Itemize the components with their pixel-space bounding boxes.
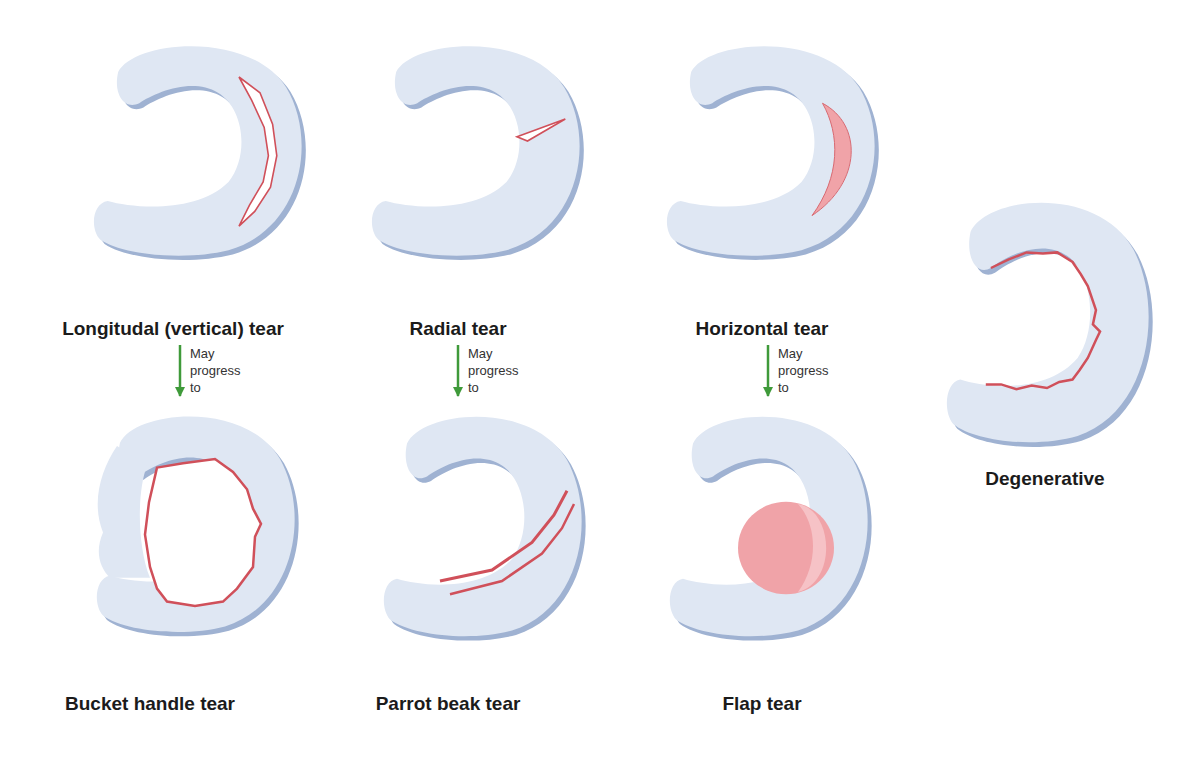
tear-label: Parrot beak tear (376, 692, 521, 716)
progression-arrow (457, 345, 460, 396)
progression-arrow (179, 345, 182, 396)
tear-figure: Parrot beak tear (360, 398, 600, 716)
tear-figure: Longitudal (vertical) tear (40, 30, 320, 341)
tear-figure: Degenerative (935, 185, 1175, 491)
meniscus-longitudinal (94, 46, 306, 260)
tear-label: Degenerative (985, 467, 1104, 491)
tear-figure: Radial tear (360, 30, 600, 341)
meniscus-parrot-beak (384, 417, 586, 641)
tear-label: Longitudal (vertical) tear (62, 317, 284, 341)
tear-label: Flap tear (722, 692, 801, 716)
meniscus-degenerative (947, 203, 1153, 447)
tear-label: Radial tear (409, 317, 506, 341)
arrow-label: May progress to (188, 345, 254, 396)
arrow-label: May progress to (776, 345, 842, 396)
tear-figure: Flap tear (655, 398, 895, 716)
meniscus-radial (372, 46, 584, 260)
meniscus-bucket-handle (97, 416, 299, 636)
tear-label: Bucket handle tear (65, 692, 235, 716)
arrow-label: May progress to (466, 345, 532, 396)
tear-label: Horizontal tear (695, 317, 828, 341)
tear-figure: Bucket handle tear (40, 398, 320, 716)
progression-arrow (767, 345, 770, 396)
meniscus-horizontal (667, 46, 879, 260)
meniscus-flap (670, 417, 872, 641)
tear-figure: Horizontal tear (655, 30, 895, 341)
